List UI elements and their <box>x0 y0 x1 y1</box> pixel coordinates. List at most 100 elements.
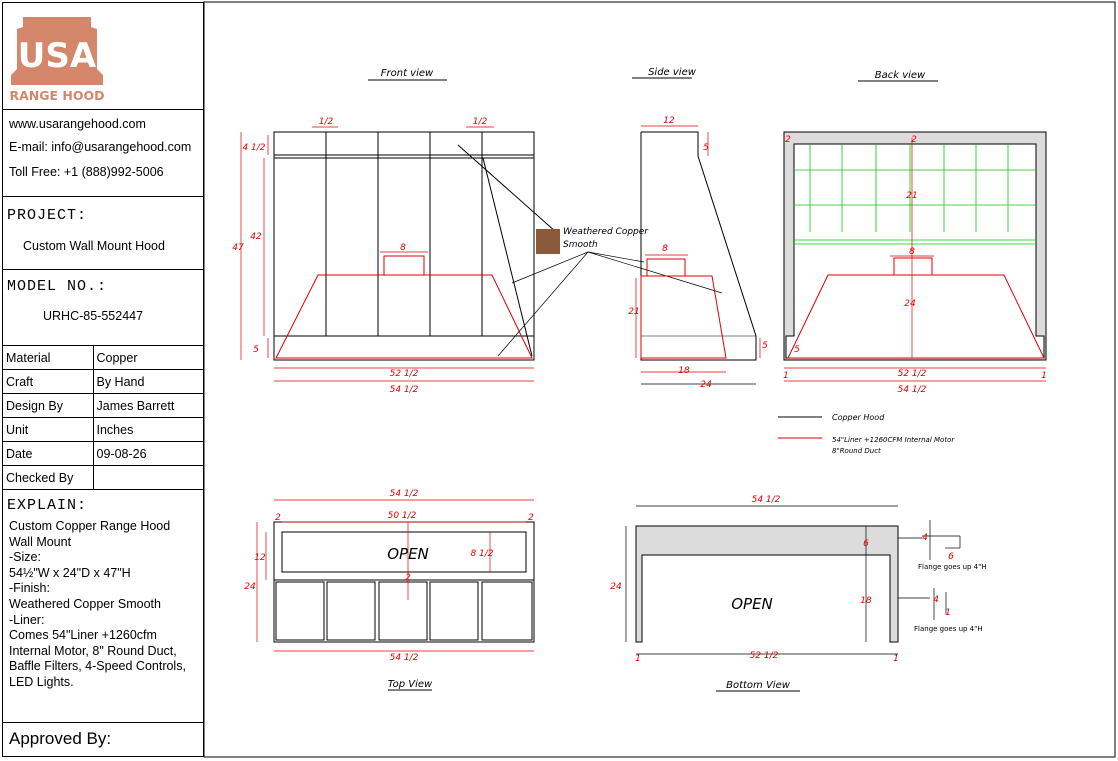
dim-label: 24 <box>904 299 916 309</box>
dim-label: 8 <box>662 244 668 254</box>
dim-label: 5 <box>762 341 768 351</box>
dim-label: 12 <box>663 116 675 126</box>
project-value: Custom Wall Mount Hood <box>23 239 165 253</box>
flange-note: Flange goes up 4"H <box>914 625 983 633</box>
dim-label: 54 1/2 <box>390 489 419 499</box>
spec-value <box>92 465 204 490</box>
dim-label: 4 <box>933 595 939 605</box>
spec-value: James Barrett <box>92 393 204 418</box>
dim-label: 5 <box>794 345 800 355</box>
dim-label: 5 <box>703 143 709 153</box>
dim-label: 1 <box>1041 371 1047 381</box>
title-block: USA RANGE HOOD www.usarangehood.com E-ma… <box>2 2 204 757</box>
open-label: OPEN <box>731 595 773 613</box>
flange-note: Flange goes up 4"H <box>918 563 987 571</box>
explain-line: Baffle Filters, 4-Speed Controls, <box>9 659 186 674</box>
dim-label: 42 <box>250 232 262 242</box>
logo-text: USA <box>18 36 97 76</box>
spec-label: Checked By <box>3 465 94 490</box>
spec-label: Unit <box>3 417 94 442</box>
front-view-title: Front view <box>381 68 434 79</box>
model-label: MODEL NO.: <box>7 278 108 295</box>
dim-label: 1 <box>783 371 789 381</box>
explain-line: Comes 54"Liner +1260cfm <box>9 628 157 643</box>
dim-label: 47 <box>232 243 244 253</box>
explain-line: Internal Motor, 8" Round Duct, <box>9 643 177 658</box>
bottom-view: OPEN Bottom View 54 1/2 6 18 <box>610 495 987 692</box>
approved-by-label: Approved By: <box>9 729 112 748</box>
dim-label: 54 1/2 <box>390 653 419 663</box>
dim-label: 50 1/2 <box>388 511 417 521</box>
dim-label: 2 <box>275 513 281 523</box>
dim-label: 1 <box>635 654 641 664</box>
spec-label: Material <box>3 345 94 370</box>
dim-label: 6 <box>948 552 954 562</box>
explain-line: LED Lights. <box>9 674 74 689</box>
legend: Copper Hood 54"Liner +1260CFM Internal M… <box>778 413 955 455</box>
dim-label: 1 <box>945 608 951 618</box>
explain-line: -Finish: <box>9 581 50 596</box>
explain-line: Custom Copper Range Hood <box>9 519 171 533</box>
explain-text: Custom Copper Range Hood Wall Mount -Siz… <box>9 519 203 691</box>
dim-label: 2 <box>528 513 534 523</box>
dim-label: 54 1/2 <box>390 385 419 395</box>
back-view: Back view <box>783 70 1047 395</box>
explain-line: 54½"W x 24"D x 47"H <box>9 565 131 580</box>
website-link[interactable]: www.usarangehood.com <box>9 117 146 131</box>
top-view: OPEN Top View 54 1/2 50 1/2 2 2 8 1/2 2 … <box>244 489 535 691</box>
side-view-title: Side view <box>648 67 697 78</box>
explain-line: Weathered Copper Smooth <box>9 596 161 611</box>
dim-label: 21 <box>906 191 917 201</box>
drawing-frame <box>203 1 1116 758</box>
green-grid <box>794 144 1036 245</box>
dim-label: 1 <box>893 654 899 664</box>
dim-label: 2 <box>785 135 791 145</box>
dim-label: 18 <box>860 596 872 606</box>
explain-label: EXPLAIN: <box>7 497 88 514</box>
legend-liner-label: 54"Liner +1260CFM Internal Motor <box>832 436 955 444</box>
dim-label: 1/2 <box>319 117 334 127</box>
spec-label: Date <box>3 441 94 466</box>
dim-label: 8 <box>909 247 915 257</box>
finish-label: Smooth <box>563 240 598 250</box>
dim-label: 52 1/2 <box>898 369 927 379</box>
dim-label: 6 <box>863 539 869 549</box>
finish-swatch <box>536 229 560 254</box>
model-value: URHC-85-552447 <box>43 309 144 323</box>
explain-line: Wall Mount <box>9 534 72 549</box>
dim-label: 24 <box>700 380 712 390</box>
dim-label: 5 <box>253 345 259 355</box>
front-view: Front view <box>232 68 557 395</box>
spec-label: Design By <box>3 393 94 418</box>
email-link[interactable]: E-mail: info@usarangehood.com <box>9 140 192 154</box>
legend-copper-label: Copper Hood <box>832 413 885 422</box>
dim-label: 4 <box>922 533 928 543</box>
table-row: Checked By <box>3 465 204 490</box>
dim-label: 24 <box>610 582 622 592</box>
explain-line: -Liner: <box>9 612 45 627</box>
project-label: PROJECT: <box>7 207 88 224</box>
dim-label: 54 1/2 <box>898 385 927 395</box>
dim-label: 8 <box>400 243 406 253</box>
dim-label: 2 <box>911 135 917 145</box>
phone-number: Toll Free: +1 (888)992-5006 <box>9 165 164 179</box>
top-view-title: Top View <box>388 679 433 690</box>
logo-subtext: RANGE HOOD <box>9 88 104 103</box>
legend-duct-label: 8"Round Duct <box>832 447 881 455</box>
dim-label: 18 <box>678 366 690 376</box>
dim-label: 52 1/2 <box>390 369 419 379</box>
spec-value: 09-08-26 <box>92 441 204 466</box>
dim-label: 52 1/2 <box>750 651 779 661</box>
dim-label: 4 1/2 <box>242 143 265 153</box>
dim-label: 2 <box>405 573 411 583</box>
side-view: Side view 12 5 8 21 18 <box>628 67 768 390</box>
usa-range-hood-logo: USA RANGE HOOD <box>9 17 105 103</box>
bottom-view-title: Bottom View <box>726 680 791 691</box>
dim-label: 8 1/2 <box>470 549 493 559</box>
